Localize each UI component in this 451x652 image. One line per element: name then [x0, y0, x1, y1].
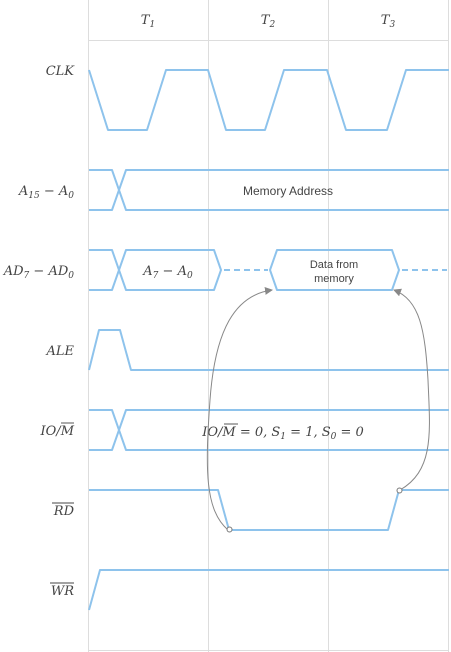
ad-bus-first-segment [89, 249, 222, 291]
label-ale: ALE [45, 344, 74, 359]
rd-waveform [89, 489, 449, 531]
ad-first-content: A7 − A0 [142, 264, 193, 281]
rd-rising-marker [396, 487, 403, 494]
rd-falling-to-data-arrow [206, 286, 273, 531]
column-header-t1: T1 [141, 13, 155, 30]
clk-waveform [88, 69, 449, 131]
label-wr: WR [51, 584, 74, 599]
wr-waveform [88, 569, 449, 611]
label-rd: RD [53, 504, 75, 519]
rd-rising-to-data-arrow [393, 288, 430, 491]
memory-address-text: Memory Address [243, 184, 333, 198]
rd-falling-marker [226, 526, 233, 533]
io-m-waveform [89, 409, 449, 451]
label-io-m: IO/M [40, 424, 75, 439]
data-from-memory-line1: Data from [310, 259, 358, 271]
label-clk: CLK [46, 64, 76, 79]
ale-waveform [88, 329, 449, 371]
column-header-t3: T3 [381, 13, 396, 30]
label-address-bus: A15 − A0 [18, 184, 74, 201]
address-bus-waveform [89, 169, 449, 211]
io-m-content: IO/M = 0, S1 = 1, S0 = 0 [201, 425, 364, 442]
label-ad-bus: AD7 − AD0 [3, 264, 75, 281]
grid [88, 0, 449, 652]
ad-bus-data-segment [269, 249, 400, 291]
data-from-memory-line2: memory [314, 273, 354, 285]
column-header-t2: T2 [261, 13, 276, 30]
